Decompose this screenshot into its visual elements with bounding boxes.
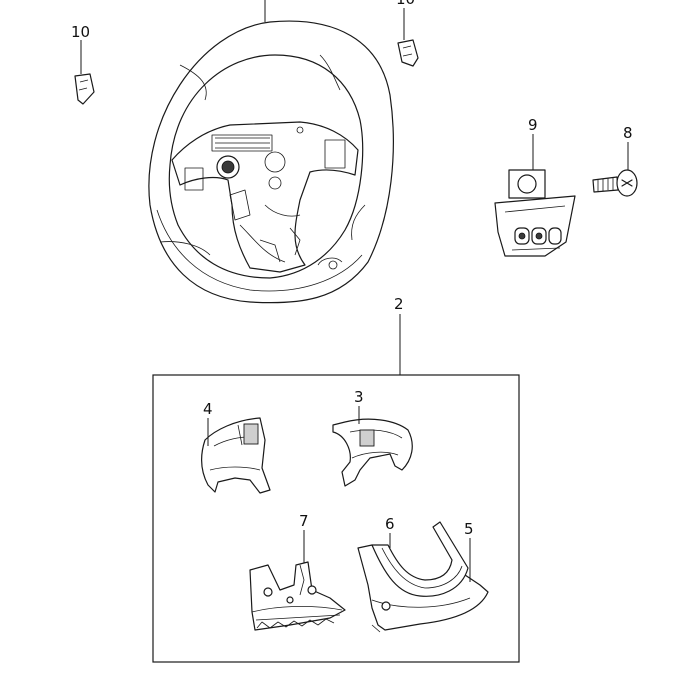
part-3-right-bezel [332,418,413,487]
part-8-screw [592,169,638,197]
part-10-clip-right [397,39,419,67]
steering-wheel [148,20,394,304]
callout-3: 3 [354,388,364,406]
callout-10-left: 10 [71,23,90,41]
callout-7: 7 [299,512,309,530]
part-9-switch-module [494,169,576,257]
callout-10-right: 10 [396,0,415,8]
callout-5: 5 [464,520,474,538]
callout-4: 4 [203,400,213,418]
part-10-clip-left [74,73,95,105]
part-6-inner-trim [371,521,469,597]
assembly-box [152,374,520,663]
part-7-lower-bezel [249,561,346,631]
callout-2: 2 [394,295,404,313]
callout-6: 6 [385,515,395,533]
part-4-left-bezel [201,417,271,494]
callout-9: 9 [528,116,538,134]
callout-8: 8 [623,124,633,142]
